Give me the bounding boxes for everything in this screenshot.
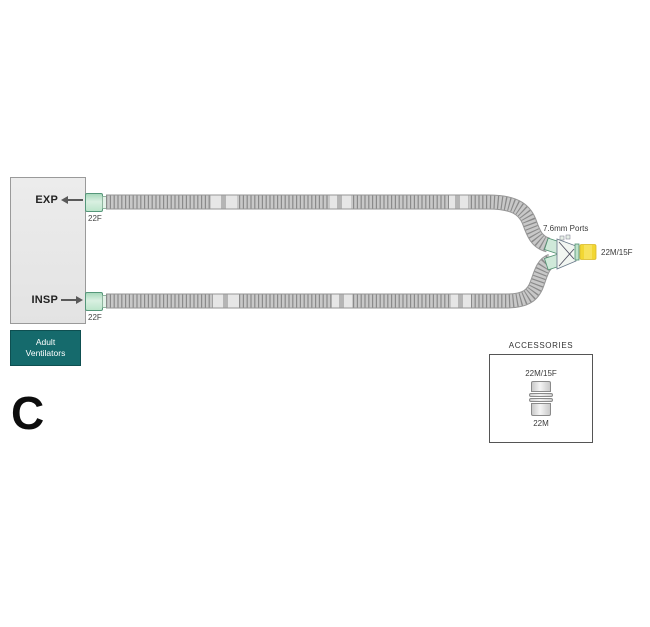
insp-flow-arrow-icon (61, 296, 83, 304)
wye-outlet-ring (574, 243, 580, 261)
straight-adapter-graphic (529, 381, 553, 416)
adapter-ridge-2 (529, 398, 553, 402)
tube-corrugation (106, 195, 554, 308)
wye-ports-label: 7.6mm Ports (543, 224, 589, 233)
adapter-top-segment (531, 381, 551, 392)
wye-connector (543, 234, 580, 271)
machine-name-badge: Adult Ventilators (10, 330, 81, 366)
exp-port-row: EXP (35, 194, 83, 206)
tube-bodies (106, 195, 554, 308)
insp-connector-size-label: 22F (88, 313, 102, 322)
exp-connector-size-label: 22F (88, 214, 102, 223)
adapter-bottom-segment (531, 403, 551, 416)
wye-port-nub-1 (559, 235, 565, 241)
insp-label: INSP (31, 294, 58, 306)
tube-outlines (106, 194, 555, 309)
patient-connector-yellow (579, 244, 597, 260)
section-letter: C (11, 387, 45, 439)
adapter-top-size-label: 22M/15F (525, 369, 557, 378)
exp-flow-arrow-icon (61, 196, 83, 204)
wye-port-nub-2 (565, 234, 571, 240)
adapter-ridge-1 (529, 393, 553, 397)
accessories-title: ACCESSORIES (508, 341, 574, 350)
exp-label: EXP (35, 194, 58, 206)
patient-connection-size-label: 22M/15F (601, 248, 633, 257)
adapter-bottom-size-label: 22M (533, 419, 549, 428)
ventilator-box: EXP INSP (10, 177, 86, 324)
insp-port-row: INSP (32, 294, 83, 306)
accessories-panel: 22M/15F 22M (489, 354, 593, 443)
